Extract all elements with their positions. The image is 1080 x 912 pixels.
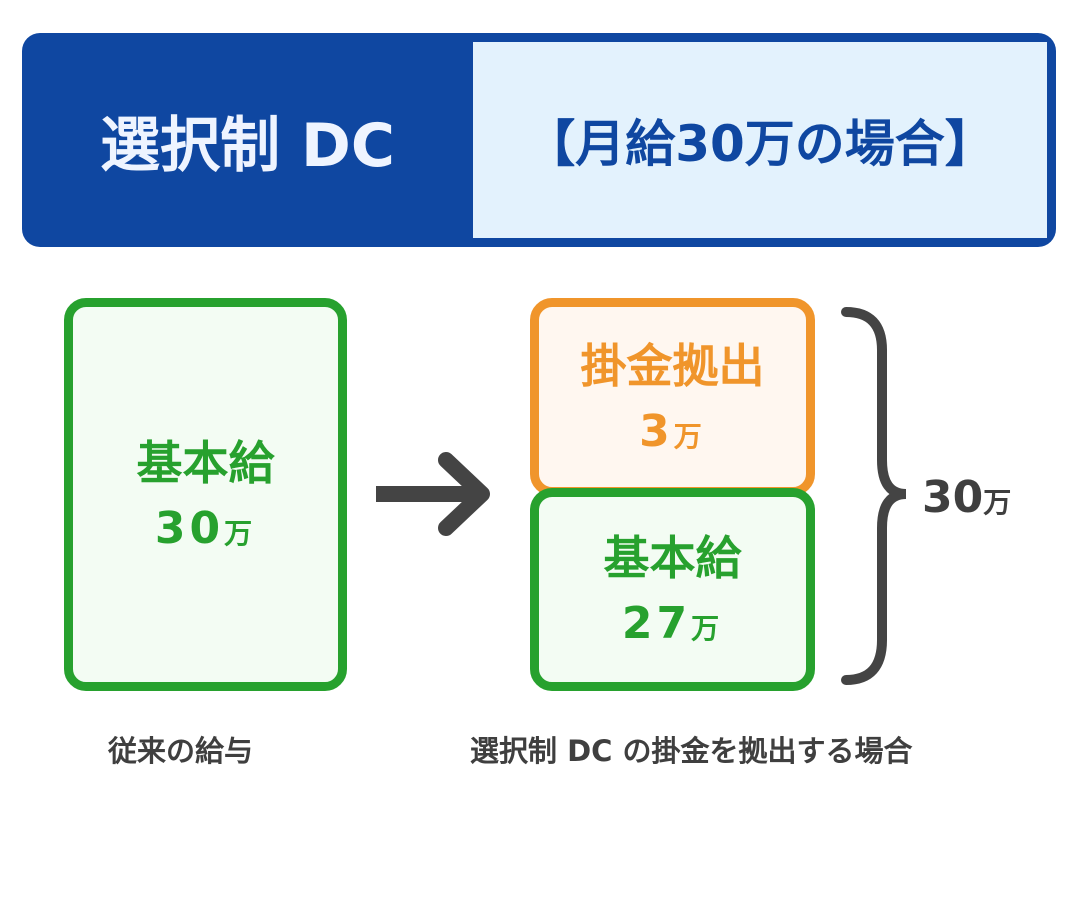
- arrow-right-icon: [376, 452, 490, 536]
- contribution-box: 掛金拠出 3万: [530, 298, 815, 496]
- contribution-label: 掛金拠出: [580, 338, 765, 393]
- conventional-caption: 従来の給与: [108, 734, 254, 768]
- header-subtitle: 【月給30万の場合】: [473, 42, 1047, 238]
- header-title: 選択制 DC: [100, 110, 395, 181]
- reduced-salary-label: 基本給: [603, 531, 742, 586]
- reduced-salary-amount: 27万: [621, 598, 724, 650]
- dc-caption: 選択制 DC の掛金を拠出する場合: [470, 734, 913, 768]
- conventional-salary-box: 基本給 30万: [64, 298, 347, 691]
- brace-icon: [841, 307, 907, 685]
- reduced-salary-box: 基本給 27万: [530, 488, 815, 691]
- contribution-amount: 3万: [639, 405, 706, 457]
- base-salary-label: 基本給: [136, 436, 275, 491]
- total-amount: 30万: [922, 472, 1012, 523]
- base-salary-amount: 30万: [154, 503, 257, 555]
